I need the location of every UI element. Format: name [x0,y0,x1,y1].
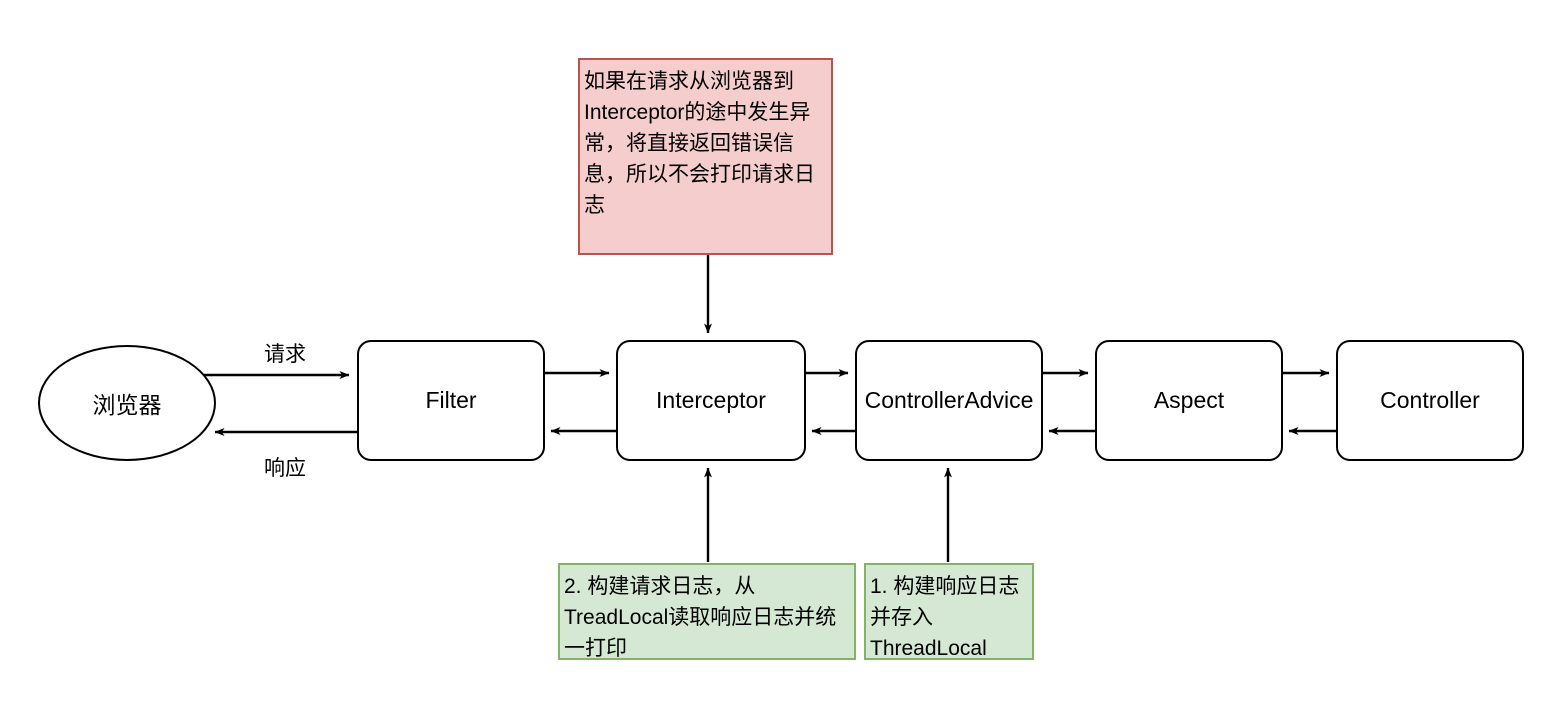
note-request-log: 2. 构建请求日志，从TreadLocal读取响应日志并统一打印 [558,563,856,660]
node-filter-label: Filter [425,386,477,413]
note-exception-warning: 如果在请求从浏览器到Interceptor的途中发生异常，将直接返回错误信息，所… [578,58,833,255]
node-browser[interactable]: 浏览器 [38,345,216,461]
note-response-log: 1. 构建响应日志并存入ThreadLocal [864,563,1034,660]
node-interceptor-label: Interceptor [656,386,766,413]
node-controller[interactable]: Controller [1336,340,1524,461]
node-aspect-label: Aspect [1153,386,1225,413]
node-filter[interactable]: Filter [357,340,545,461]
node-aspect[interactable]: Aspect [1095,340,1283,461]
node-controller-advice-label: ControllerAdvice [864,386,1034,413]
node-controller-label: Controller [1380,386,1480,413]
edge-label-request: 请求 [264,343,306,366]
edge-label-response: 响应 [264,457,306,480]
node-browser-label: 浏览器 [92,392,162,418]
node-controller-advice[interactable]: ControllerAdvice [855,340,1043,461]
node-interceptor[interactable]: Interceptor [616,340,806,461]
